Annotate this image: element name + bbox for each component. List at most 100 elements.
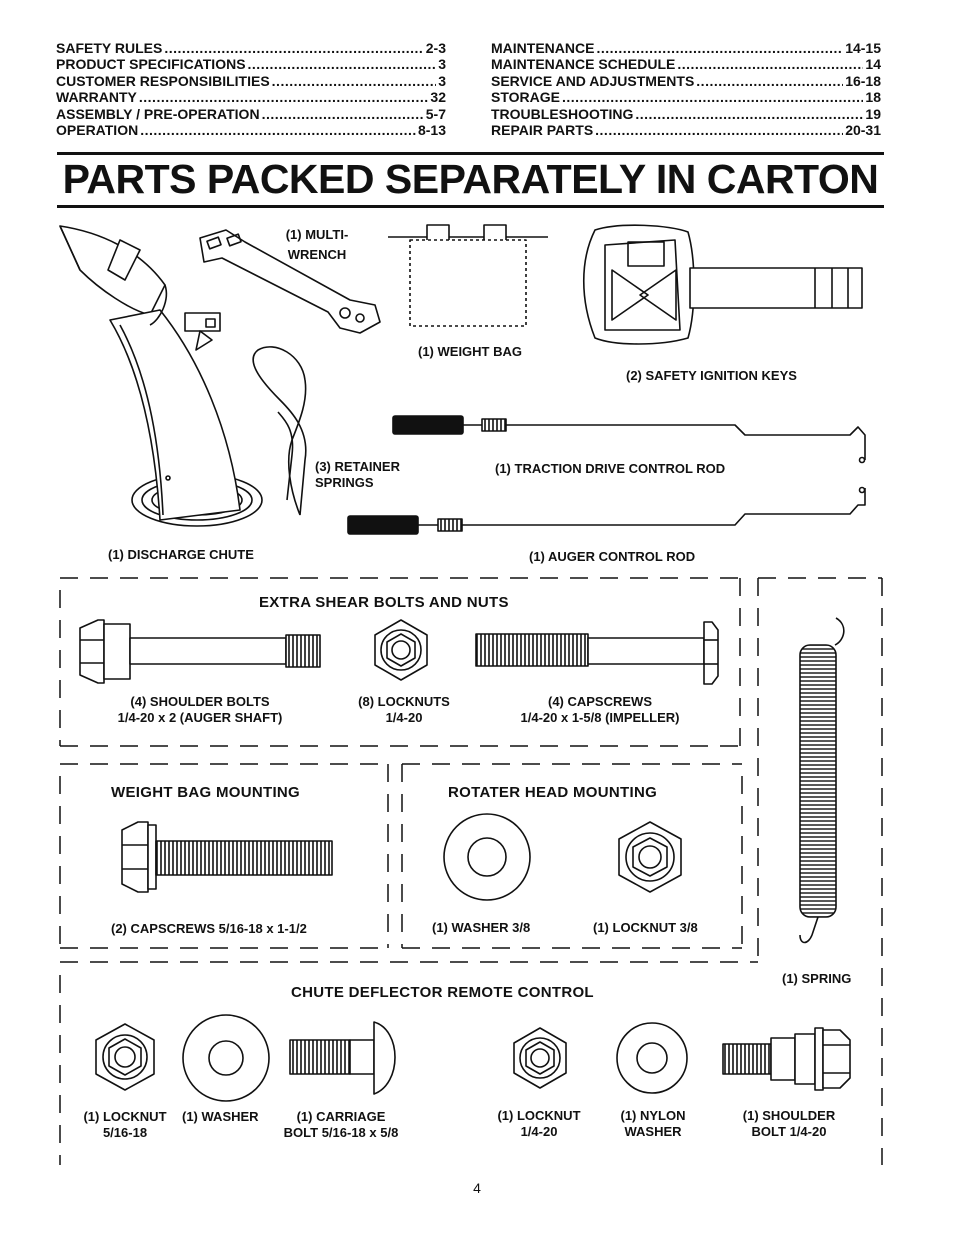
label-discharge-chute: (1) DISCHARGE CHUTE: [108, 547, 254, 562]
toc-entry-label: OPERATION: [56, 122, 139, 139]
label-retainer-line1: (3) RETAINER: [315, 459, 400, 474]
toc-entry-page: 2-3: [425, 40, 446, 56]
label-shoulder-bolt-1-4-line1: (1) SHOULDER: [742, 1108, 836, 1123]
label-nylon-washer-line1: (1) NYLON: [620, 1108, 686, 1123]
label-locknut-3-8: (1) LOCKNUT 3/8: [593, 920, 698, 935]
toc-entry-label: REPAIR PARTS: [491, 122, 594, 139]
label-shoulder-bolts-line2: 1/4-20 x 2 (AUGER SHAFT): [117, 710, 283, 725]
toc-entry-label: MAINTENANCE: [491, 40, 595, 56]
heading-chute-deflector: CHUTE DEFLECTOR REMOTE CONTROL: [291, 984, 594, 1001]
washer-3-8-drawing: [443, 813, 531, 901]
label-washer-5-16: (1) WASHER: [182, 1109, 259, 1124]
toc-entry: MAINTENANCE 14-15: [491, 40, 881, 56]
label-weight-bag: (1) WEIGHT BAG: [418, 344, 522, 359]
label-weight-bag-capscrews: (2) CAPSCREWS 5/16-18 x 1-1/2: [111, 921, 307, 936]
toc-entry-label: STORAGE: [491, 89, 560, 106]
title-rule-bottom: [57, 205, 884, 208]
label-multi-wrench: (1) MULTI- WRENCH: [272, 225, 362, 265]
label-capscrews-line1: (4) CAPSCREWS: [547, 694, 652, 709]
toc-entry: REPAIR PARTS 20-31: [491, 122, 881, 138]
toc-entry-label: TROUBLESHOOTING: [491, 105, 634, 122]
heading-rotater-head: ROTATER HEAD MOUNTING: [448, 784, 658, 801]
label-retainer-line2: SPRINGS: [315, 475, 374, 490]
toc-entry-label: SERVICE AND ADJUSTMENTS: [491, 72, 695, 89]
label-nylon-washer-line2: WASHER: [624, 1124, 682, 1139]
label-ignition-keys: (2) SAFETY IGNITION KEYS: [626, 368, 797, 383]
toc-entry: CUSTOMER RESPONSIBILITIES 3: [56, 73, 446, 89]
locknut-1-4-drawing: [513, 1027, 567, 1089]
toc-entry: OPERATION 8-13: [56, 122, 446, 138]
carriage-bolt-drawing: [289, 1021, 396, 1095]
capscrew-impeller-drawing: [475, 621, 719, 685]
page-title: PARTS PACKED SEPARATELY IN CARTON: [62, 156, 879, 202]
toc-entry-label: CUSTOMER RESPONSIBILITIES: [56, 72, 270, 89]
toc-entry-label: SAFETY RULES: [56, 40, 163, 56]
label-locknut-5-16: (1) LOCKNUT 5/16-18: [75, 1109, 175, 1141]
label-locknut-5-16-line2: 5/16-18: [102, 1125, 148, 1140]
toc-entry-page: 14-15: [845, 40, 881, 56]
heading-weight-bag-mounting: WEIGHT BAG MOUNTING: [111, 784, 301, 801]
toc-entry-page: 20-31: [845, 122, 881, 139]
label-carriage-bolt-line2: BOLT 5/16-18 x 5/8: [283, 1125, 399, 1140]
heading-extra-shear: EXTRA SHEAR BOLTS AND NUTS: [259, 594, 509, 611]
toc-entry-page: 16-18: [845, 72, 881, 89]
page-number: 4: [473, 1180, 481, 1196]
weight-bag-drawing: [388, 224, 548, 327]
label-multi-wrench-line1: (1) MULTI-: [285, 227, 349, 242]
label-capscrews-line2: 1/4-20 x 1-5/8 (IMPELLER): [520, 710, 680, 725]
nylon-washer-drawing: [616, 1022, 688, 1094]
toc-entry-page: 8-13: [417, 122, 446, 139]
label-washer-3-8: (1) WASHER 3/8: [432, 920, 531, 935]
toc-entry-label: WARRANTY: [56, 89, 137, 106]
label-locknut-1-4: (1) LOCKNUT 1/4-20: [487, 1108, 591, 1140]
toc-entry-page: 3: [438, 72, 446, 89]
label-capscrews-impeller: (4) CAPSCREWS 1/4-20 x 1-5/8 (IMPELLER): [500, 694, 700, 726]
toc-entry: SAFETY RULES 2-3: [56, 40, 446, 56]
traction-rod-drawing: [392, 415, 866, 464]
toc-entry-label: ASSEMBLY / PRE-OPERATION: [56, 105, 260, 122]
label-carriage-bolt-line1: (1) CARRIAGE: [296, 1109, 386, 1124]
label-locknut-5-16-line1: (1) LOCKNUT: [83, 1109, 167, 1124]
title-rule-top: [57, 152, 884, 155]
toc-entry-page: 3: [438, 56, 446, 73]
label-carriage-bolt: (1) CARRIAGE BOLT 5/16-18 x 5/8: [266, 1109, 416, 1141]
toc-entry-label: MAINTENANCE SCHEDULE: [491, 56, 676, 73]
toc-entry: PRODUCT SPECIFICATIONS 3: [56, 56, 446, 72]
toc-entry-label: PRODUCT SPECIFICATIONS: [56, 56, 246, 73]
toc-entry-page: 14: [865, 56, 881, 73]
label-shoulder-bolts-line1: (4) SHOULDER BOLTS: [130, 694, 270, 709]
label-shoulder-bolts: (4) SHOULDER BOLTS 1/4-20 x 2 (AUGER SHA…: [100, 694, 300, 726]
label-locknuts: (8) LOCKNUTS 1/4-20: [344, 694, 464, 726]
multi-wrench-drawing: [199, 229, 381, 334]
toc-entry: STORAGE 18: [491, 89, 881, 105]
weight-bag-capscrew-drawing: [121, 821, 333, 893]
ignition-key-drawing: [583, 224, 863, 345]
toc-entry: ASSEMBLY / PRE-OPERATION 5-7: [56, 106, 446, 122]
toc-entry-page: 18: [865, 89, 881, 106]
label-traction-rod: (1) TRACTION DRIVE CONTROL ROD: [495, 461, 726, 476]
toc-entry-page: 5-7: [425, 105, 446, 122]
label-retainer-springs: (3) RETAINER SPRINGS: [315, 459, 400, 491]
dashed-frames: [59, 577, 883, 1165]
toc-entry-page: 19: [865, 105, 881, 122]
toc-entry: WARRANTY 32: [56, 89, 446, 105]
toc-entry: MAINTENANCE SCHEDULE 14: [491, 56, 881, 72]
toc-entry-page: 32: [430, 89, 446, 106]
label-shoulder-bolt-1-4: (1) SHOULDER BOLT 1/4-20: [729, 1108, 849, 1140]
shoulder-bolt-drawing: [79, 619, 321, 684]
label-locknut-1-4-line1: (1) LOCKNUT: [497, 1108, 581, 1123]
discharge-chute-drawing: [59, 225, 263, 527]
label-spring: (1) SPRING: [782, 971, 852, 986]
label-multi-wrench-line2: WRENCH: [287, 247, 347, 262]
washer-5-16-drawing: [182, 1014, 270, 1102]
label-shoulder-bolt-1-4-line2: BOLT 1/4-20: [751, 1124, 827, 1139]
locknut-drawing: [374, 619, 428, 681]
auger-rod-drawing: [347, 486, 866, 535]
label-auger-rod: (1) AUGER CONTROL ROD: [529, 549, 696, 564]
shoulder-bolt-small-drawing: [722, 1027, 851, 1091]
locknut-3-8-drawing: [618, 821, 682, 893]
label-nylon-washer: (1) NYLON WASHER: [606, 1108, 700, 1140]
